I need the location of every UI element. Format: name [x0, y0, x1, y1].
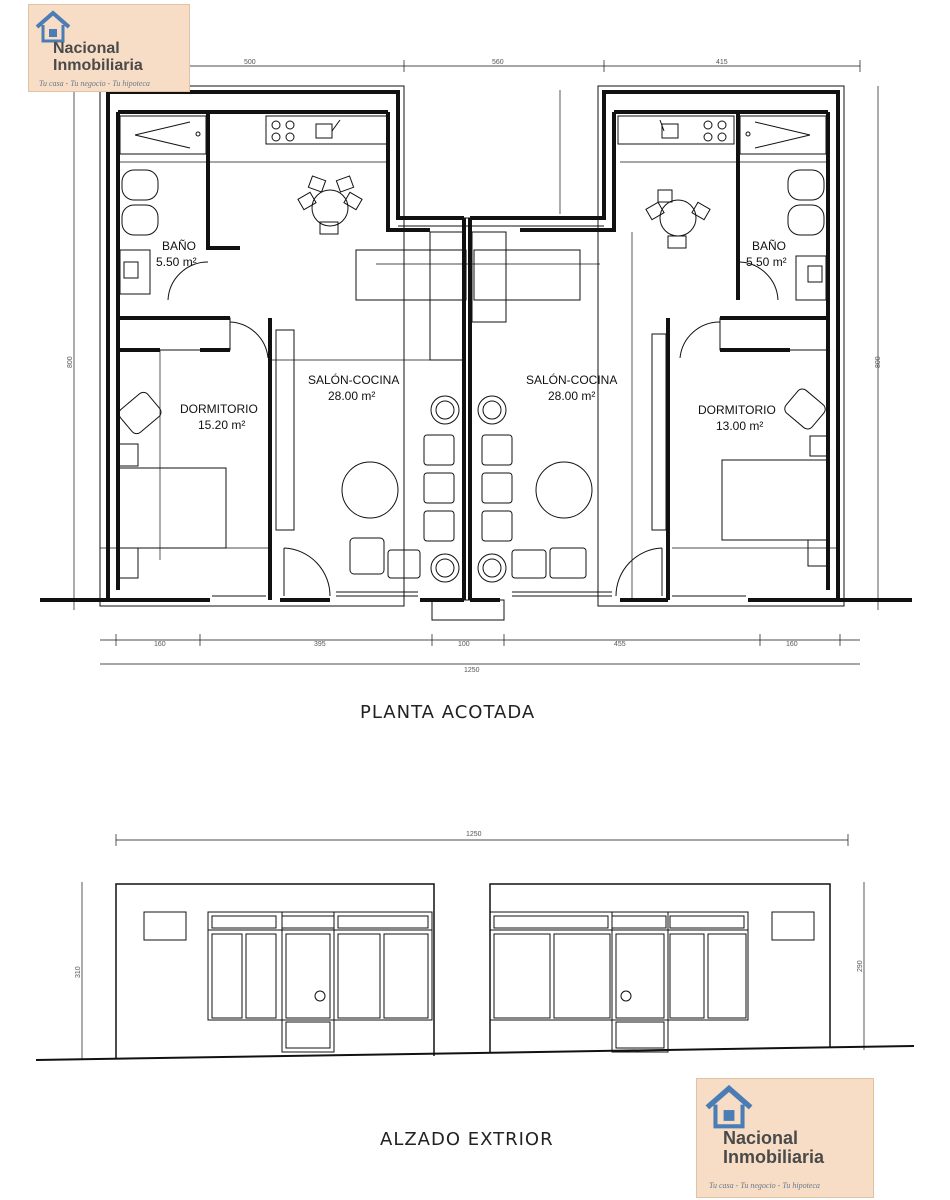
right-bathroom-fixtures: [737, 115, 827, 301]
dim-bottom-5: 160: [786, 641, 798, 648]
plan-dimension-lines: [73, 60, 879, 665]
room-area-living-right: 28.00 m²: [548, 389, 595, 403]
room-name-living-left: SALÓN-COCINA: [308, 372, 399, 387]
dim-bottom-4: 455: [614, 641, 626, 648]
logo-name-line1: Nacional: [53, 40, 120, 57]
dim-total: 1250: [464, 667, 480, 674]
dim-side-right: 800: [875, 356, 882, 368]
elevation-drawing: [35, 834, 915, 1061]
house-icon: [705, 1084, 753, 1129]
room-area-bath-left: 5.50 m²: [156, 255, 197, 269]
company-logo-bottom: Nacional Inmobiliaria Tu casa - Tu negoc…: [696, 1078, 874, 1198]
right-bedroom-fixtures: [651, 317, 829, 597]
elevation-dim-right: 290: [857, 960, 864, 972]
left-bedroom-fixtures: [117, 317, 295, 597]
logo-name: Nacional Inmobiliaria: [723, 1129, 824, 1167]
dim-bottom-1: 160: [154, 641, 166, 648]
room-area-bedroom-right: 13.00 m²: [716, 419, 763, 433]
right-kitchen-fixtures: [471, 115, 735, 597]
dim-bottom-3: 100: [458, 641, 470, 648]
room-area-living-left: 28.00 m²: [328, 389, 375, 403]
elevation-dim-total: 1250: [466, 831, 482, 838]
left-kitchen-fixtures: [265, 115, 467, 597]
room-name-bath-left: BAÑO: [162, 239, 196, 253]
elevation-dim-left: 310: [75, 966, 82, 978]
room-area-bath-right: 5.50 m²: [746, 255, 787, 269]
room-name-bath-right: BAÑO: [752, 239, 786, 253]
logo-tagline: Tu casa - Tu negocio - Tu hipoteca: [39, 79, 150, 88]
dim-top-3: 415: [716, 59, 728, 66]
company-logo-top: Nacional Inmobiliaria Tu casa - Tu negoc…: [28, 4, 190, 92]
left-bathroom-fixtures: [119, 115, 209, 301]
logo-name: Nacional Inmobiliaria: [53, 40, 143, 75]
house-icon: [35, 10, 71, 43]
dim-side-left: 800: [67, 356, 74, 368]
dim-bottom-2: 395: [314, 641, 326, 648]
room-name-living-right: SALÓN-COCINA: [526, 372, 617, 387]
room-name-bedroom-left: DORMITORIO: [180, 402, 258, 416]
plan-walls: [40, 90, 912, 602]
room-area-bedroom-left: 15.20 m²: [198, 418, 245, 432]
elevation-title: ALZADO EXTRIOR: [380, 1129, 554, 1150]
logo-tagline: Tu casa - Tu negocio - Tu hipoteca: [709, 1181, 820, 1190]
logo-name-line1: Nacional: [723, 1128, 799, 1148]
dim-top-2: 560: [492, 59, 504, 66]
logo-name-line2: Inmobiliaria: [723, 1146, 825, 1167]
dim-top-1: 500: [244, 59, 256, 66]
logo-name-line2: Inmobiliaria: [53, 56, 143, 74]
plan-title: PLANTA ACOTADA: [360, 702, 535, 723]
room-name-bedroom-right: DORMITORIO: [698, 403, 776, 417]
